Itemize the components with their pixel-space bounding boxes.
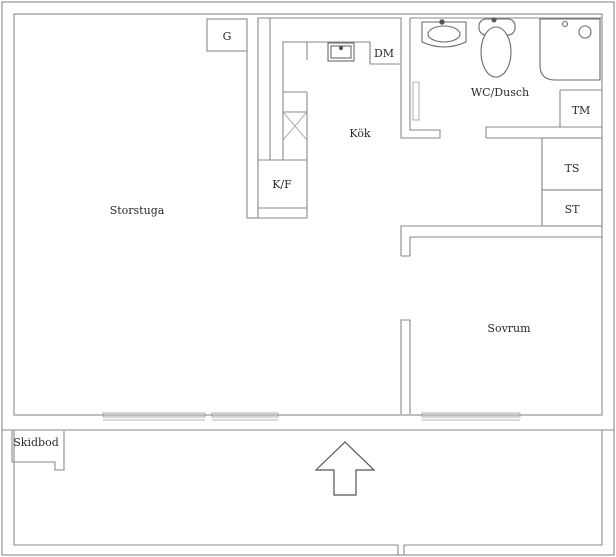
sink-icon [421,19,467,48]
fixture-label-g: G [223,30,232,43]
kitchen-walls [257,17,441,219]
fixture-label-tm: TM [572,104,591,117]
fixture-label-kf: K/F [272,178,292,191]
room-label-living: Storstuga [110,204,165,217]
room-label-bath: WC/Dusch [471,86,529,99]
toilet-icon [478,17,516,78]
terrace [2,429,614,555]
room-label-kitchen: Kök [349,127,371,140]
ski-storage [11,431,65,471]
fixture-label-ts: TS [565,162,580,175]
fixture-label-dm: DM [374,47,394,60]
entrance-arrow-icon [314,441,376,496]
g-box [206,18,258,219]
fixture-label-st: ST [565,203,581,216]
room-label-bedroom: Sovrum [487,322,531,335]
room-label-ski-storage: Skidbod [13,436,58,449]
bedroom-walls [400,225,602,414]
kitchen-sink-icon [327,42,355,62]
windows [102,412,521,421]
closets [541,137,603,227]
shower-icon [539,18,601,81]
